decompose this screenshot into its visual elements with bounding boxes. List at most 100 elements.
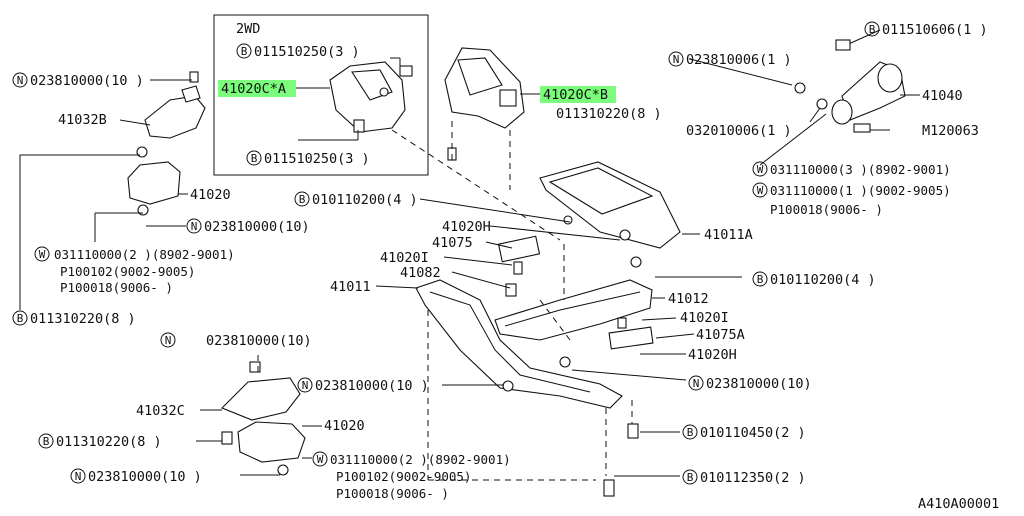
bolt-symbol [236, 43, 252, 59]
label-41011A: 41011A [704, 227, 753, 243]
crossmember-41011-drawing [415, 279, 623, 409]
bolt-symbol-letter: B [251, 152, 258, 165]
label-41012: 41012 [668, 291, 709, 307]
nut-symbol-letter: N [302, 379, 309, 392]
nut-symbol-letter: N [17, 74, 24, 87]
label-bolt-010112350: 010112350(2 ) [700, 470, 806, 486]
label-washer-lower-b: P100102(9002-9005) [336, 469, 471, 484]
label-bolt-center: 011310220(8 ) [556, 106, 662, 122]
label-nut-023810006: 023810006(1 ) [686, 52, 792, 68]
label-41075A: 41075A [696, 327, 745, 343]
washer-symbol-letter: W [39, 248, 46, 261]
bolt-symbol-letter: B [43, 435, 50, 448]
label-41020I-right: 41020I [680, 310, 729, 326]
washer-symbol [34, 246, 50, 262]
nut-symbol [12, 72, 28, 88]
label-bolt-010110450: 010110450(2 ) [700, 425, 806, 441]
nut-symbol [297, 377, 313, 393]
part-labels: 023810000(10 ) 41032B 41020 023810000(10… [30, 22, 999, 512]
nut-symbol [70, 468, 86, 484]
label-41020-lower: 41020 [324, 418, 365, 434]
bolt-symbol [12, 310, 28, 326]
bracket-41020C-B-drawing [444, 47, 525, 161]
bolt-symbol [864, 21, 880, 37]
label-washer-right-c: P100018(9006- ) [770, 202, 883, 217]
crossmember-41011A-drawing [539, 161, 681, 268]
bolt-symbol-letter: B [757, 273, 764, 286]
washer-symbol-letter: W [757, 184, 764, 197]
label-bolt-011510606: 011510606(1 ) [882, 22, 988, 38]
label-washer-left-a: 031110000(2 )(8902-9001) [54, 247, 235, 262]
label-washer-right-a: 031110000(3 )(8902-9001) [770, 162, 951, 177]
symbol-markers: N N W B B B B N W W B B N N N B N W B [12, 21, 880, 485]
bolt-symbol-letter: B [687, 426, 694, 439]
bolt-symbol [246, 150, 262, 166]
nut-symbol [688, 375, 704, 391]
bolt-010112350-drawing [603, 479, 615, 497]
nut-symbol [160, 332, 176, 348]
bolt-symbol-letter: B [869, 23, 876, 36]
label-41082: 41082 [400, 265, 441, 281]
nut-symbol-letter: N [75, 470, 82, 483]
engine-mount-41032B-drawing [127, 71, 206, 216]
label-bolt-box-bottom: 011510250(3 ) [264, 151, 370, 167]
label-nut-top-left: 023810000(10 ) [30, 73, 144, 89]
label-washer-032010006: 032010006(1 ) [686, 123, 792, 139]
nut-symbol [186, 218, 202, 234]
nut-symbol [668, 51, 684, 67]
nut-symbol-letter: N [693, 377, 700, 390]
label-nut-left-mid: 023810000(10) [204, 219, 310, 235]
label-washer-left-c: P100018(9006- ) [60, 280, 173, 295]
bolt-symbol [752, 271, 768, 287]
label-bolt-lower: 011310220(8 ) [56, 434, 162, 450]
engine-mount-41032C-drawing [221, 361, 306, 476]
highlight-41020C-B [540, 86, 616, 103]
washer-symbol-letter: W [317, 453, 324, 466]
label-nut-center: 023810000(10 ) [315, 378, 429, 394]
bolt-010110450-drawing [627, 423, 639, 439]
washer-symbol-letter: W [757, 163, 764, 176]
bolt-symbol [682, 424, 698, 440]
assembly-dash-lines [257, 118, 633, 481]
diagram-code: A410A00001 [918, 496, 999, 511]
leader-lines [19, 57, 920, 477]
bolt-symbol [38, 433, 54, 449]
label-washer-right-b: 031110000(1 )(9002-9005) [770, 183, 951, 198]
highlight-41020C-A [218, 80, 296, 97]
bracket-41020C-A-drawing [329, 61, 413, 133]
label-bolt-box-top: 011510250(3 ) [254, 44, 360, 60]
label-41011: 41011 [330, 279, 371, 295]
center-small-parts-drawing [497, 215, 654, 350]
crossmember-41012-drawing [494, 279, 653, 341]
label-washer-lower-a: 031110000(2 )(8902-9001) [330, 452, 511, 467]
bolt-symbol-letter: B [241, 45, 248, 58]
bolt-symbol-letter: B [299, 193, 306, 206]
2wd-label: 2WD [236, 21, 260, 37]
washer-symbol [752, 182, 768, 198]
label-washer-left-b: P100102(9002-9005) [60, 264, 195, 279]
label-41020C-A: 41020C*A [221, 81, 286, 97]
label-bolt-left-bottom: 011310220(8 ) [30, 311, 136, 327]
label-bolt-010110200-top: 010110200(4 ) [312, 192, 418, 208]
bolt-symbol [294, 191, 310, 207]
label-41075-top: 41075 [432, 235, 473, 251]
washer-symbol [312, 451, 328, 467]
label-M120063: M120063 [922, 123, 979, 139]
bolt-symbol-letter: B [687, 471, 694, 484]
2wd-inset-box [213, 14, 429, 176]
label-41020H-top: 41020H [442, 219, 491, 235]
nut-symbol-letter: N [165, 334, 172, 347]
label-nut-right: 023810000(10) [706, 376, 812, 392]
nut-symbol-letter: N [191, 220, 198, 233]
torque-rod-41040-drawing [794, 29, 906, 133]
label-41040: 41040 [922, 88, 963, 104]
label-41020-left: 41020 [190, 187, 231, 203]
washer-symbol [752, 161, 768, 177]
label-41032C: 41032C [136, 403, 185, 419]
nut-symbol-letter: N [673, 53, 680, 66]
label-bolt-010110200-right: 010110200(4 ) [770, 272, 876, 288]
label-41020C-B: 41020C*B [543, 87, 608, 103]
label-41032B: 41032B [58, 112, 107, 128]
